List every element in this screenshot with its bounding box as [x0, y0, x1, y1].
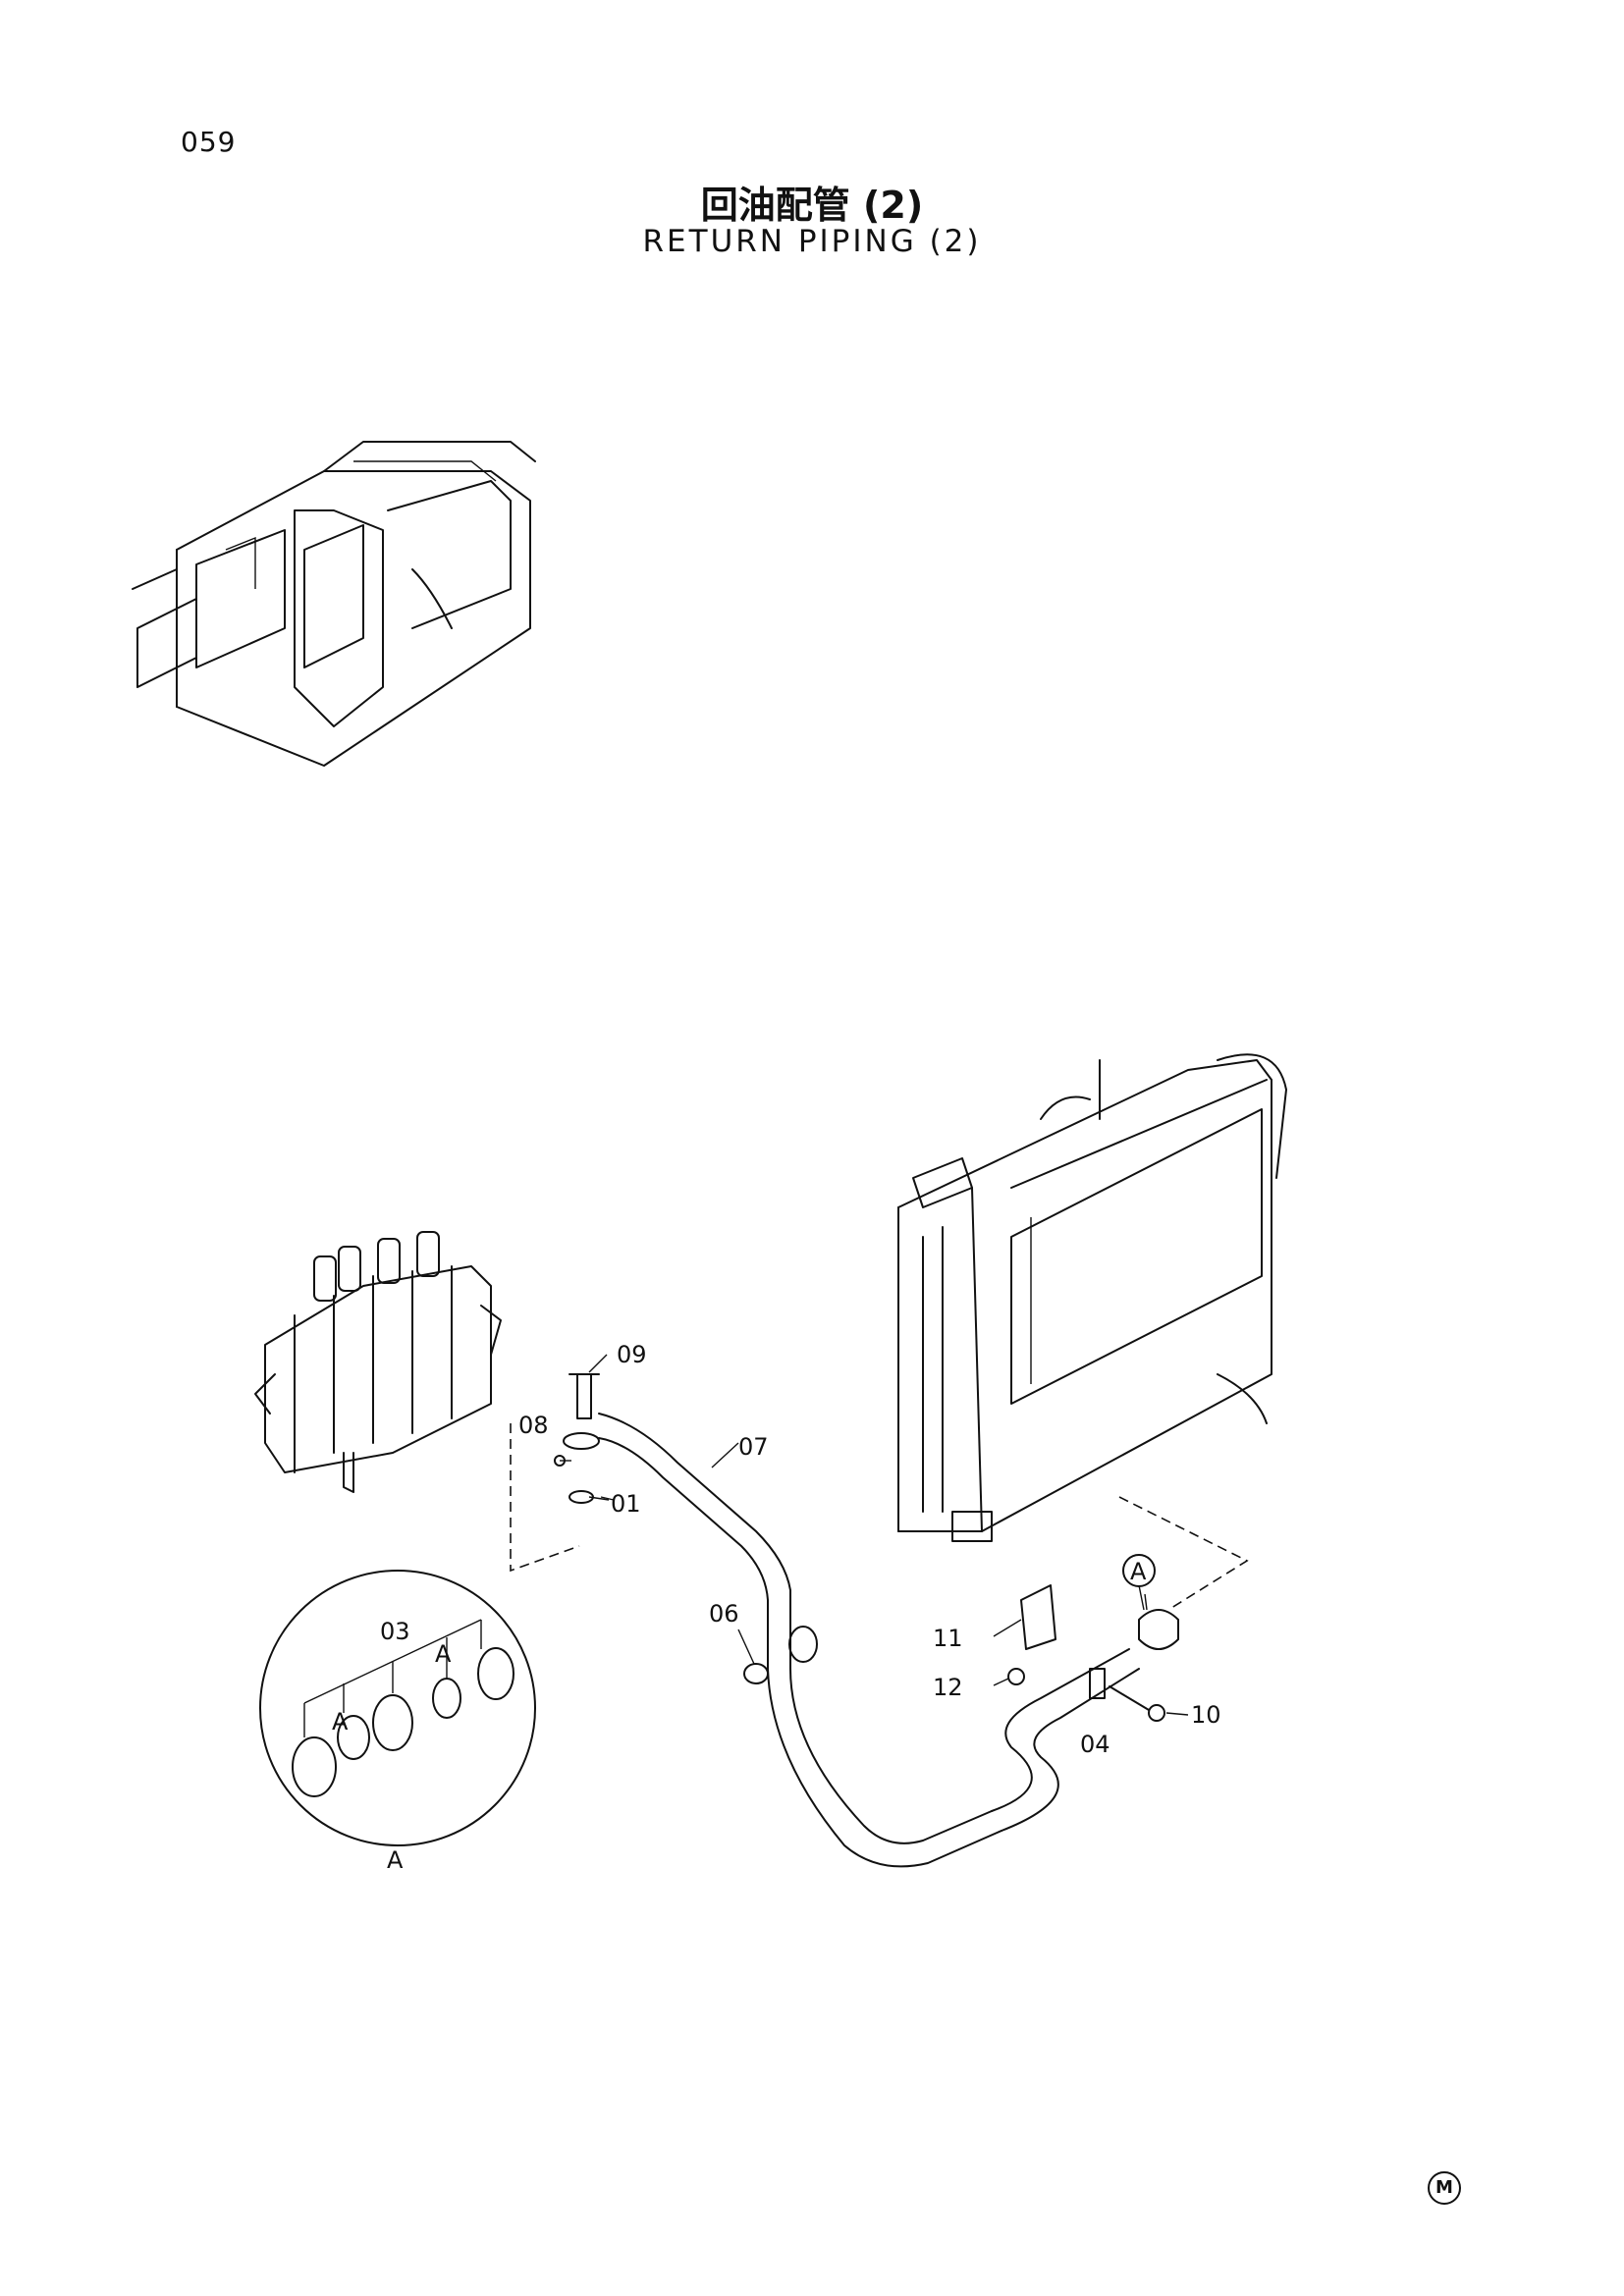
- title-english: RETURN PIPING (2): [642, 224, 982, 259]
- manual-mark-icon: M: [1428, 2171, 1461, 2205]
- title-chinese: 回油配管 (2): [700, 184, 924, 227]
- callout-07: 07: [738, 1433, 769, 1461]
- leader-lines: [560, 1354, 1189, 1716]
- callout-04: 04: [1080, 1731, 1110, 1758]
- callout-09: 09: [617, 1341, 647, 1368]
- callout-a-circle: [1122, 1554, 1156, 1587]
- radiator-assembly: [897, 1053, 1287, 1542]
- callout-10: 10: [1191, 1701, 1221, 1729]
- page-number: 059: [181, 126, 237, 158]
- callout-03: 03: [380, 1618, 410, 1645]
- return-pipe-07: [598, 1413, 1002, 1868]
- clamp-parts-group: [510, 1373, 818, 1684]
- detail-view-a: [259, 1570, 536, 1846]
- callout-a-radiator: A: [1130, 1558, 1147, 1585]
- callout-06: 06: [709, 1600, 739, 1628]
- callout-11: 11: [933, 1625, 963, 1652]
- callout-12: 12: [933, 1674, 963, 1701]
- callout-labels: 09 08 07 01 06 03 04 11 12 10 A A A A: [332, 1341, 1221, 1874]
- detail-view-label: A: [387, 1846, 404, 1874]
- radiator-clamp-parts: [1007, 1496, 1249, 1722]
- return-hose-04: [991, 1648, 1140, 1832]
- callout-a-detail-left: A: [332, 1708, 349, 1735]
- callout-a-detail-right: A: [435, 1640, 452, 1668]
- control-valve-assembly: [254, 1231, 502, 1493]
- callout-08: 08: [518, 1412, 549, 1439]
- callout-01: 01: [611, 1490, 641, 1518]
- machine-overview-illustration: [132, 441, 536, 767]
